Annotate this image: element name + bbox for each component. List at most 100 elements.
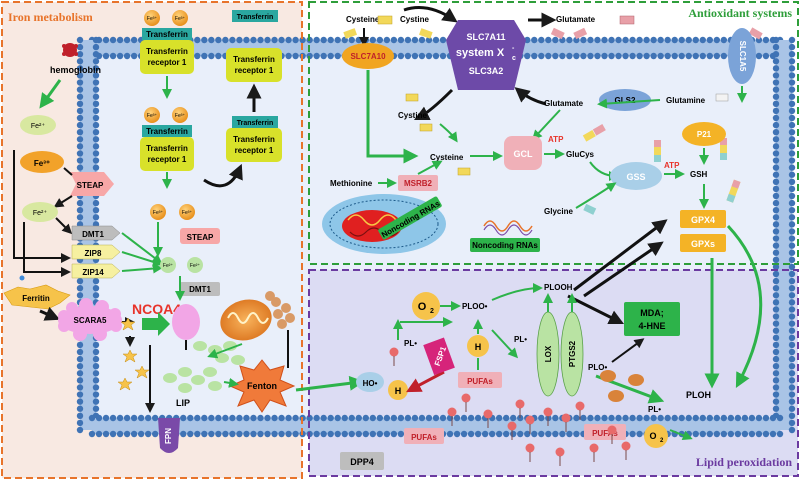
membrane-bead [201,430,208,438]
membrane-bead [788,249,796,256]
plo-to-mda-arrow [611,338,645,363]
membrane-bead [453,430,461,438]
membrane-bead [608,414,615,422]
membrane-bead [769,430,777,438]
fe2-to-zip14-arrow [23,222,71,277]
membrane-bead [545,52,552,60]
membrane-bead [685,52,692,60]
transferrin-label-1: Transferrin [146,30,188,39]
membrane-bead [76,79,84,86]
dpp4-box [340,452,384,470]
membrane-bead [788,199,796,207]
membrane-bead [772,362,780,370]
membrane-bead [92,348,100,356]
membrane-bead [243,36,250,44]
membrane-bead [538,36,545,44]
membrane-bead [130,36,138,44]
membrane-bead [92,199,100,207]
membrane-bead [137,430,145,438]
gsh-molecule-icon [654,138,741,203]
membrane-bead [92,136,100,143]
membrane-bead [734,414,742,422]
phospholipid-heads [389,347,631,466]
membrane-bead [92,214,100,221]
membrane-bead [587,414,594,422]
lipid-panel-border [308,269,799,477]
glycine-label: Glycine [544,207,573,216]
membrane-bead [362,430,369,438]
membrane-bead [313,430,320,438]
membrane-bead [788,256,796,264]
msrb2-to-cysteine-arrow [417,160,443,175]
membrane-bead [552,36,559,44]
membrane-bead [788,114,796,122]
gcl-label: GCL [514,149,534,159]
o2-circle-icon [412,292,440,320]
membrane-bead [545,36,552,44]
scara5-shape [58,298,122,341]
membrane-bead [545,430,552,438]
membrane-bead [772,72,780,79]
membrane-bead [92,50,100,58]
zip14-to-fe2-arrow [121,263,163,274]
membrane-bead [713,430,721,438]
membrane-bead [510,414,517,422]
membrane-bead [788,58,796,65]
membrane-bead [772,299,780,306]
gss-label: GSS [626,172,645,182]
h-atom-icon-2 [388,380,408,400]
membrane-bead [229,36,236,44]
membrane-bead [488,430,496,438]
membrane-bead [772,164,780,171]
o2-bottom-label: O [649,431,656,441]
membrane-bead [278,414,285,422]
membrane-bead [92,292,100,299]
membrane-bead [524,430,531,438]
membrane-bead [772,136,780,143]
ploo-to-plooh-arrow [491,283,543,301]
membrane-bead [250,430,257,438]
membrane-bead [772,150,780,157]
membrane-bead [671,414,678,422]
membrane-bead [524,52,531,60]
membrane-bead [76,43,84,51]
membrane-bead [376,414,384,422]
membrane-bead [460,430,468,438]
membrane-bead [788,334,796,342]
membrane-bead [788,79,796,86]
membrane-bead [383,414,391,422]
membrane-bead [264,414,271,422]
membrane-bead [355,414,362,422]
membrane-bead [772,256,780,264]
membrane-bead [432,414,440,422]
ho-radical-label: HO• [363,379,378,388]
membrane-bead [130,414,138,422]
membrane-bead [271,430,278,438]
membrane-bead [116,430,124,438]
membrane-bead [772,143,780,150]
scara5-label: SCARA5 [74,316,107,325]
transferrin-label-3: Transferrin [237,14,274,21]
glutamine-to-glutamate-arrow [597,98,661,109]
membrane-bead [109,414,117,422]
membrane-bead [264,36,271,44]
membrane-bead [474,430,482,438]
o2-label: O [418,301,427,313]
membrane-bead [788,72,796,79]
membrane-bead [348,36,355,44]
system-xc-subscript: c [512,55,516,62]
membrane-bead [76,277,84,285]
membrane-bead [92,384,100,391]
membrane-bead [425,414,433,422]
membrane-bead [657,52,664,60]
pl-radical-1-label: PL• [404,339,417,348]
plo-label: PLO• [588,363,607,372]
membrane-bead [320,36,327,44]
membrane-bead [657,36,664,44]
glycine-icon [583,203,597,215]
membrane-bead [397,36,405,44]
membrane-bead [772,50,780,58]
membrane-bead [772,249,780,256]
membrane-bead [788,228,796,235]
membrane-bead [92,72,100,79]
